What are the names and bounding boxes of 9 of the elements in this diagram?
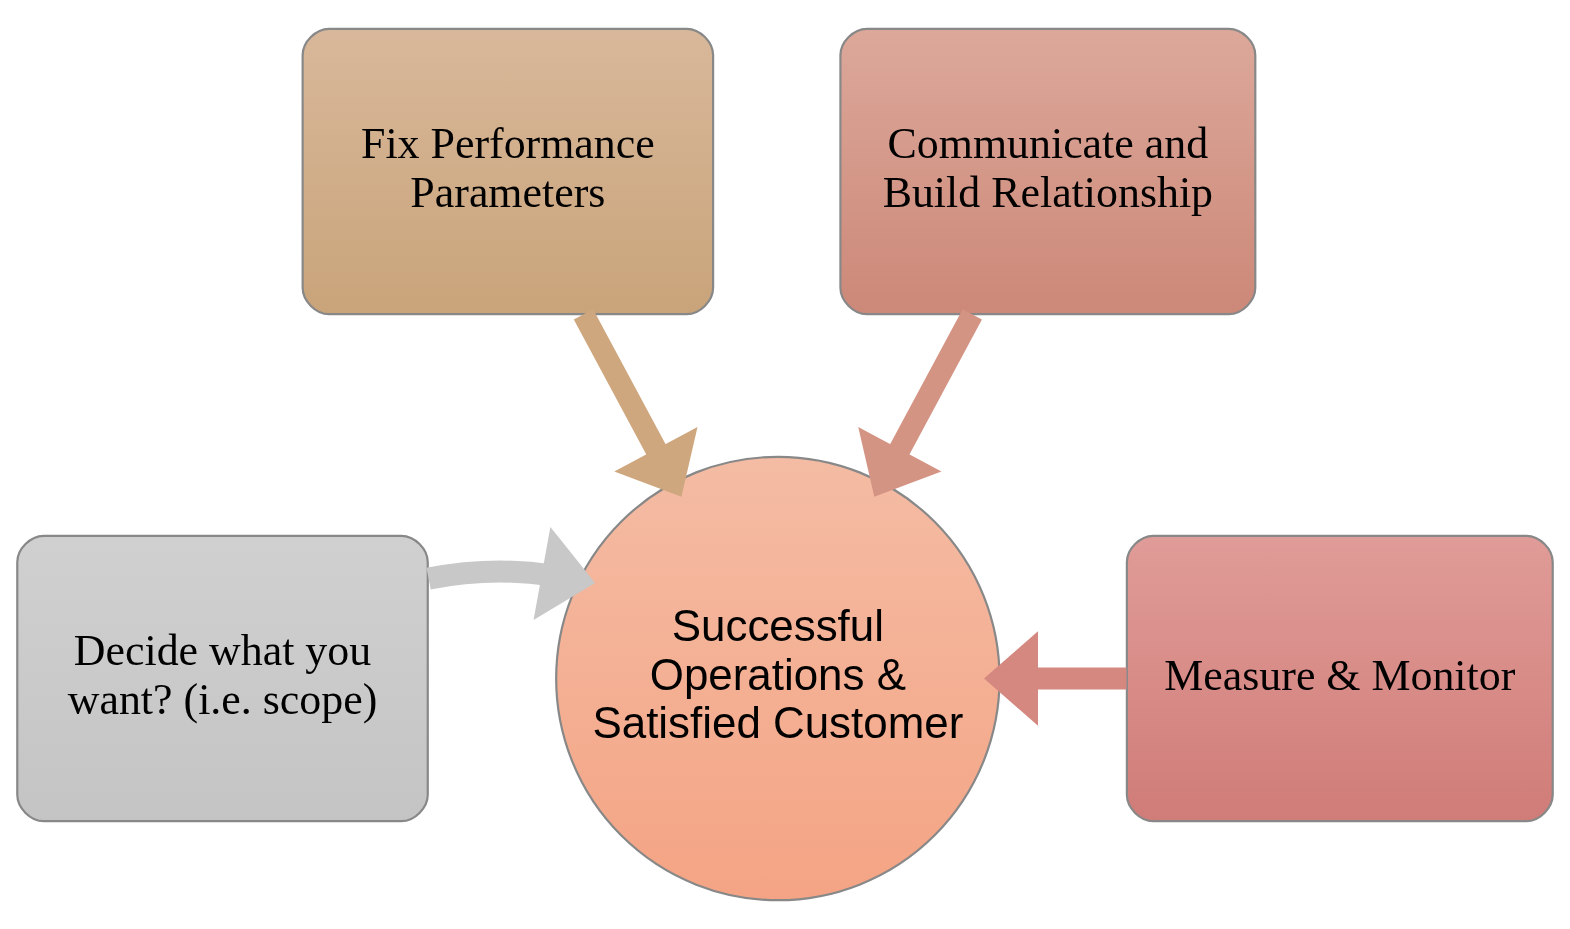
node-circle: Successful Operations & Satisfied Customer	[555, 455, 1001, 902]
node-box: Measure & Monitor	[1125, 534, 1554, 823]
arrow	[426, 526, 596, 620]
arrow	[858, 309, 982, 497]
arrow	[573, 309, 698, 497]
node-box: Communicate and Build Relationship	[839, 27, 1257, 316]
node-box: Decide what you want? (i.e. scope)	[16, 534, 429, 823]
arrow	[984, 631, 1127, 726]
node-box: Fix Performance Parameters	[301, 27, 715, 316]
